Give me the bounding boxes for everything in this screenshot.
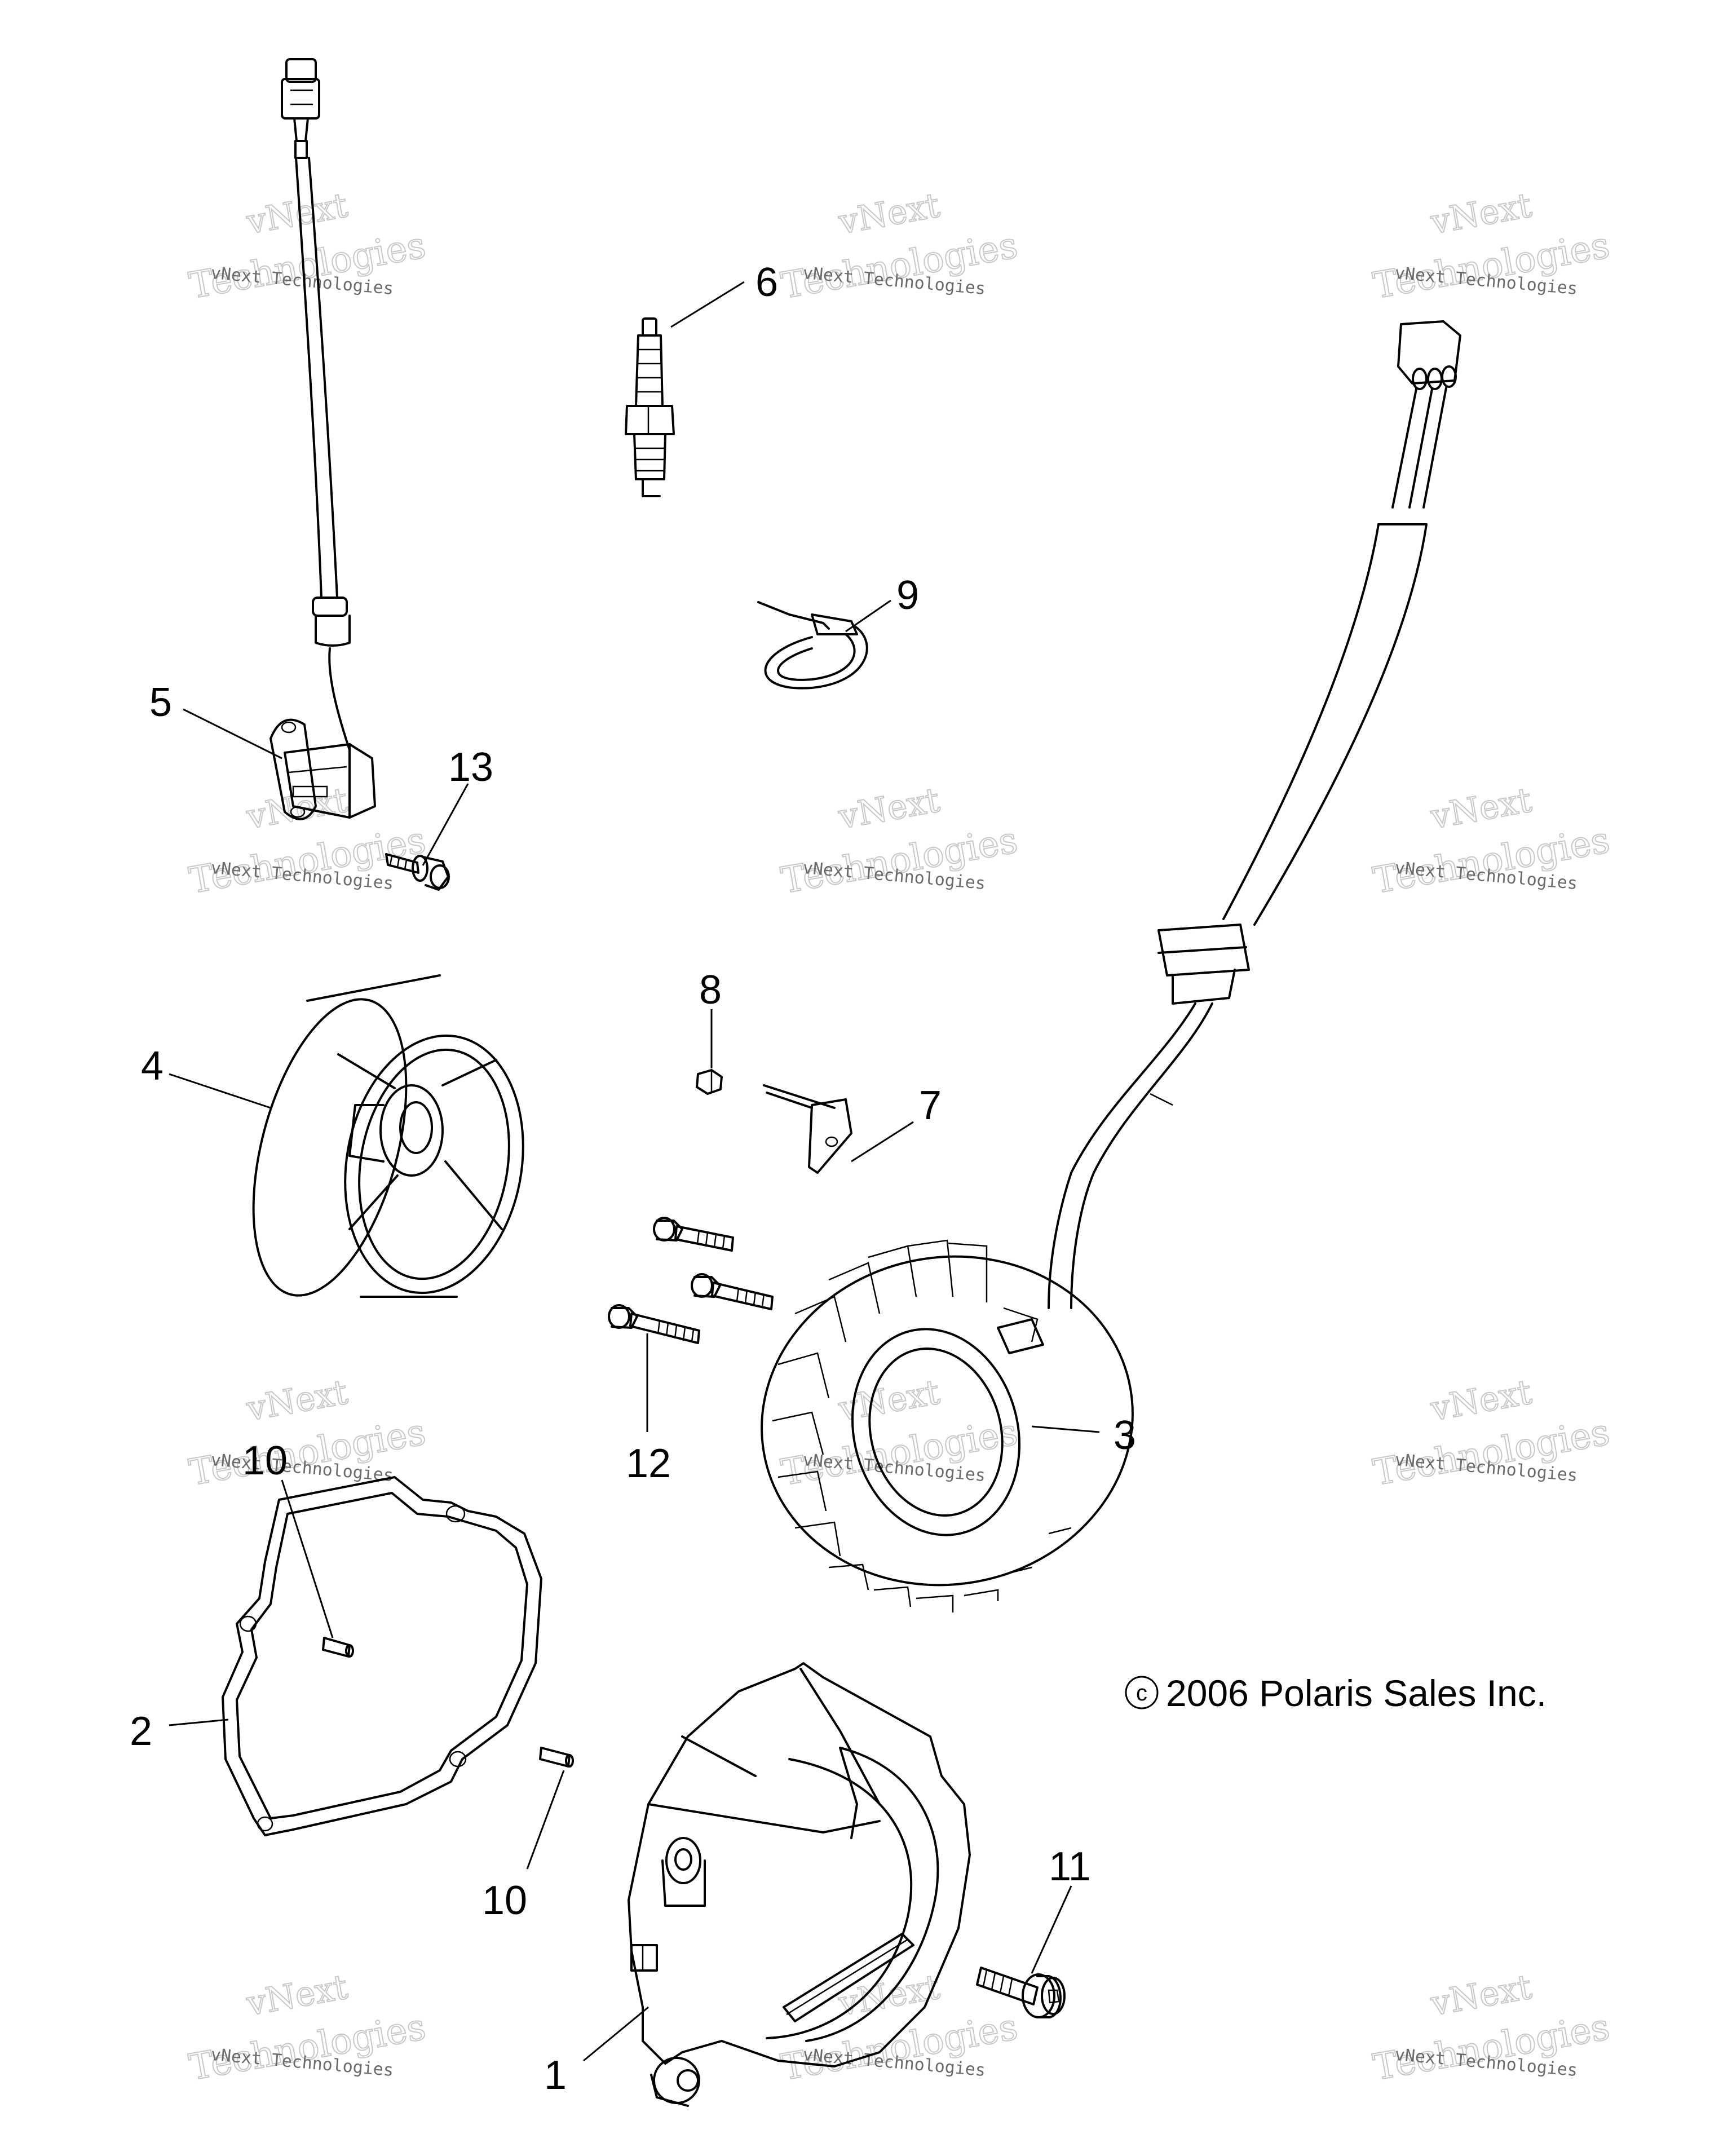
part-11-cap-screw	[976, 1967, 1066, 2018]
part-12-bolt-a	[653, 1217, 734, 1252]
callout-7: 7	[919, 1083, 942, 1128]
callout-3: 3	[1114, 1413, 1136, 1458]
part-10-dowel-pin-b	[539, 1747, 574, 1768]
leader-10-bottom	[526, 1770, 565, 1870]
watermark: vNext Technologies vNext Technologies	[777, 780, 1021, 903]
callout-6: 6	[755, 260, 778, 305]
part-12-bolt-c	[608, 1304, 700, 1344]
watermark: vNext Technologies vNext Technologies	[185, 185, 429, 308]
callout-12: 12	[626, 1441, 671, 1486]
part-3-stator	[761, 320, 1461, 1612]
callout-8: 8	[699, 967, 722, 1013]
leader-2	[169, 1718, 229, 1726]
watermark: vNext Technologies vNext Technologies	[185, 780, 429, 903]
part-10-dowel-pin-a	[322, 1637, 354, 1658]
callout-10-top: 10	[242, 1438, 288, 1483]
leader-6	[670, 281, 745, 328]
svg-text:vNext: vNext	[244, 1372, 351, 1429]
watermark: vNext Technologies vNext Technologies	[185, 1967, 429, 2089]
svg-text:vNext: vNext	[1428, 1372, 1535, 1429]
callout-4: 4	[141, 1044, 164, 1089]
callout-10-bottom: 10	[482, 1878, 527, 1923]
copyright-notice: c 2006 Polaris Sales Inc.	[1125, 1672, 1547, 1714]
callout-labels: 5 13 6 9 8 7 4 12 3 10 2 10 11 1	[130, 260, 1136, 2098]
callout-2: 2	[130, 1709, 152, 1754]
svg-text:vNext: vNext	[244, 1967, 351, 2024]
svg-text:vNext: vNext	[836, 780, 943, 837]
watermark: vNext Technologies vNext Technologies	[1369, 1967, 1613, 2089]
leader-1	[583, 2006, 649, 2062]
watermark: vNext Technologies vNext Technologies	[1369, 780, 1613, 903]
leader-7	[851, 1121, 914, 1163]
copyright-text: 2006 Polaris Sales Inc.	[1166, 1672, 1547, 1714]
watermark: vNext Technologies vNext Technologies	[1369, 185, 1613, 308]
callout-13: 13	[448, 745, 493, 790]
leader-13	[422, 783, 469, 866]
svg-text:vNext: vNext	[1428, 1967, 1535, 2024]
svg-text:vNext: vNext	[244, 185, 351, 242]
callout-11: 11	[1049, 1844, 1091, 1889]
svg-text:vNext: vNext	[836, 185, 943, 242]
watermark: vNext Technologies vNext Technologies	[777, 185, 1021, 308]
watermark-grid: vNext Technologies vNext Technologies vN…	[185, 185, 1613, 2089]
copyright-symbol-icon	[1125, 1676, 1159, 1709]
leader-10-top	[281, 1479, 334, 1638]
callout-1: 1	[544, 2053, 567, 2098]
leader-11	[1031, 1885, 1072, 1974]
part-5-pickup-sensor	[269, 58, 376, 820]
svg-text:vNext: vNext	[1428, 780, 1535, 837]
part-9-cable-tie	[757, 601, 868, 690]
watermark: vNext Technologies vNext Technologies	[1369, 1372, 1613, 1495]
leader-4	[169, 1073, 271, 1109]
part-12-bolt-b	[691, 1273, 774, 1310]
leader-5	[183, 708, 282, 759]
part-7-clip	[763, 1084, 852, 1174]
callout-9: 9	[896, 573, 919, 618]
watermark: vNext Technologies vNext Technologies	[777, 1372, 1021, 1495]
svg-text:vNext: vNext	[244, 780, 351, 837]
leader-9	[845, 599, 891, 633]
part-6-spark-plug	[625, 317, 675, 497]
part-13-bolt	[385, 853, 450, 891]
svg-text:vNext: vNext	[1428, 185, 1535, 242]
leader-lines	[169, 281, 1100, 2062]
part-4-flywheel	[252, 974, 524, 1298]
part-2-gasket	[222, 1476, 542, 1836]
leader-3	[1031, 1425, 1100, 1433]
callout-5: 5	[149, 680, 172, 725]
part-1-stator-cover	[628, 1662, 971, 2107]
watermark: vNext Technologies vNext Technologies	[185, 1372, 429, 1495]
part-8-nut	[696, 1069, 723, 1095]
copyright-symbol: c	[1136, 1681, 1147, 1706]
